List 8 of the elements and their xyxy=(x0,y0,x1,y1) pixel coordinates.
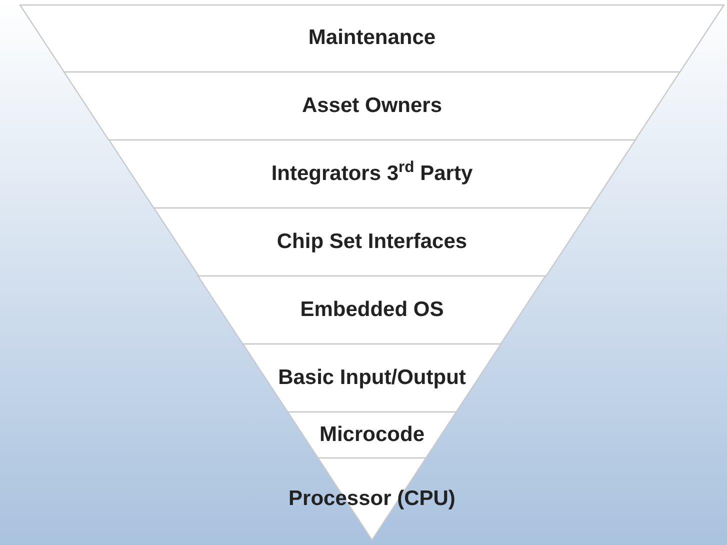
layer-label: Integrators 3$^{rd}$ Party xyxy=(271,160,473,187)
layer-label: Processor (CPU) xyxy=(288,486,456,512)
layer-label: Basic Input/Output xyxy=(278,364,466,391)
layer-label: Chip Set Interfaces xyxy=(276,228,468,255)
layer-label: Asset Owners xyxy=(302,92,442,119)
layer-label: Microcode xyxy=(319,422,425,448)
layer-label: Embedded OS xyxy=(300,296,444,323)
layer-label: Maintenance xyxy=(308,25,436,52)
